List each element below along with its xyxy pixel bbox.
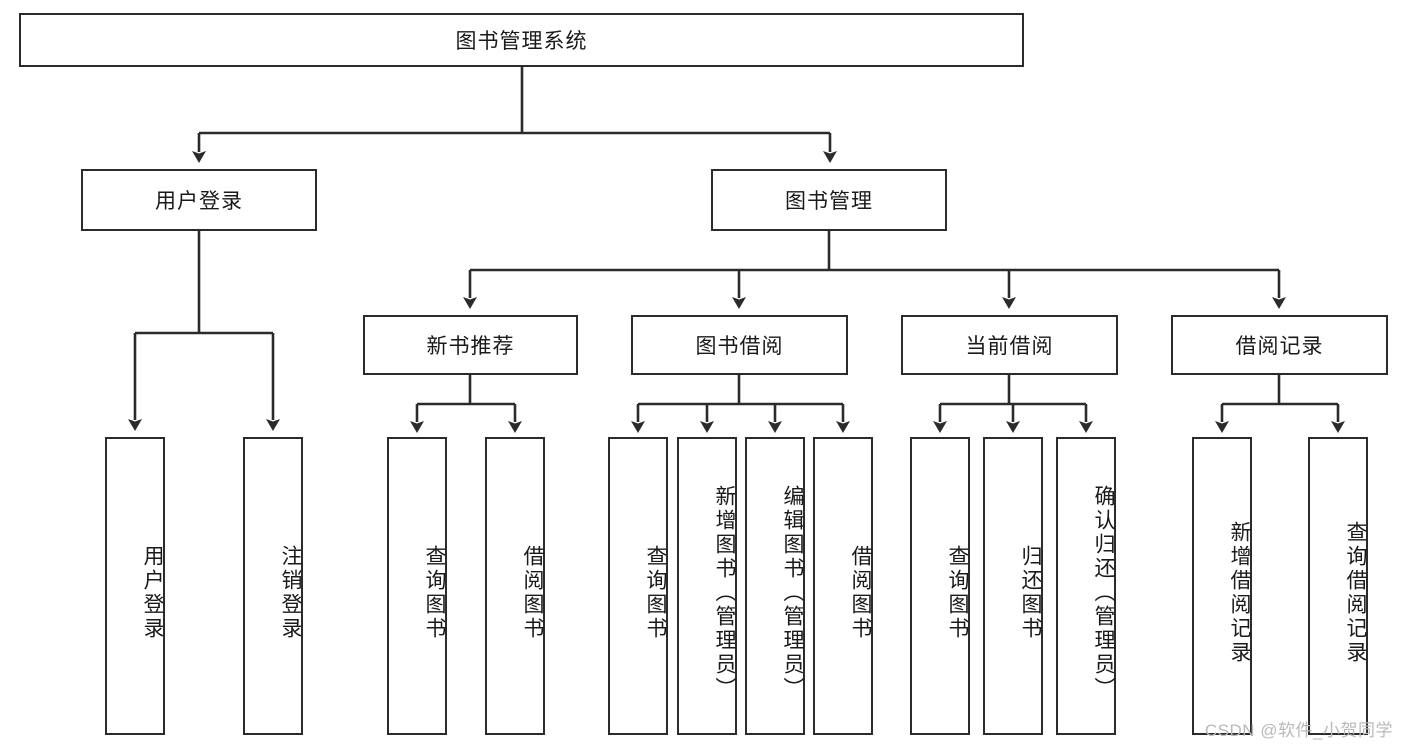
node-leaf-return-book[interactable]: 归还图书 xyxy=(983,437,1043,735)
node-leaf-borrow-book-rec[interactable]: 借阅图书 xyxy=(485,437,545,735)
node-current-borrow[interactable]: 当前借阅 xyxy=(901,315,1118,375)
node-leaf-user-login[interactable]: 用户登录 xyxy=(105,437,165,735)
node-leaf-query-book-current[interactable]: 查询图书 xyxy=(910,437,970,735)
node-root[interactable]: 图书管理系统 xyxy=(19,13,1024,67)
node-leaf-borrow-book-label: 借阅图书 xyxy=(849,545,872,641)
node-leaf-edit-book-admin[interactable]: 编辑图书（管理员） xyxy=(745,437,805,735)
node-current-borrow-label: 当前借阅 xyxy=(965,335,1054,358)
node-leaf-confirm-return-admin-label: 确认归还（管理员） xyxy=(1092,485,1115,701)
node-leaf-query-borrow-record[interactable]: 查询借阅记录 xyxy=(1308,437,1368,735)
node-user-login-label: 用户登录 xyxy=(155,190,243,213)
node-leaf-edit-book-admin-label: 编辑图书（管理员） xyxy=(781,485,804,701)
node-leaf-query-book-rec[interactable]: 查询图书 xyxy=(387,437,447,735)
node-leaf-query-book-borrow[interactable]: 查询图书 xyxy=(608,437,668,735)
node-leaf-return-book-label: 归还图书 xyxy=(1019,545,1042,641)
node-leaf-add-book-admin[interactable]: 新增图书（管理员） xyxy=(677,437,737,735)
node-new-book-recommend-label: 新书推荐 xyxy=(426,335,515,358)
node-user-login[interactable]: 用户登录 xyxy=(81,169,317,231)
node-leaf-add-borrow-record[interactable]: 新增借阅记录 xyxy=(1192,437,1252,735)
node-leaf-query-book-current-label: 查询图书 xyxy=(946,545,969,641)
node-book-manage[interactable]: 图书管理 xyxy=(711,169,947,231)
csdn-watermark: CSDN @软件_小贺同学 xyxy=(1204,721,1393,740)
node-leaf-query-borrow-record-label: 查询借阅记录 xyxy=(1344,521,1367,665)
node-leaf-add-borrow-record-label: 新增借阅记录 xyxy=(1228,521,1251,665)
node-leaf-borrow-book-rec-label: 借阅图书 xyxy=(521,545,544,641)
node-leaf-logout[interactable]: 注销登录 xyxy=(243,437,303,735)
node-leaf-confirm-return-admin[interactable]: 确认归还（管理员） xyxy=(1056,437,1116,735)
node-leaf-query-book-borrow-label: 查询图书 xyxy=(644,545,667,641)
node-leaf-query-book-rec-label: 查询图书 xyxy=(423,545,446,641)
node-leaf-add-book-admin-label: 新增图书（管理员） xyxy=(713,485,736,701)
node-root-label: 图书管理系统 xyxy=(455,30,588,53)
node-borrow-record-label: 借阅记录 xyxy=(1235,335,1324,358)
node-book-manage-label: 图书管理 xyxy=(785,190,873,213)
node-leaf-user-login-label: 用户登录 xyxy=(141,545,164,641)
node-book-borrow[interactable]: 图书借阅 xyxy=(631,315,848,375)
node-leaf-borrow-book[interactable]: 借阅图书 xyxy=(813,437,873,735)
node-book-borrow-label: 图书借阅 xyxy=(695,335,784,358)
node-borrow-record[interactable]: 借阅记录 xyxy=(1171,315,1388,375)
node-leaf-logout-label: 注销登录 xyxy=(279,545,302,641)
node-new-book-recommend[interactable]: 新书推荐 xyxy=(363,315,578,375)
